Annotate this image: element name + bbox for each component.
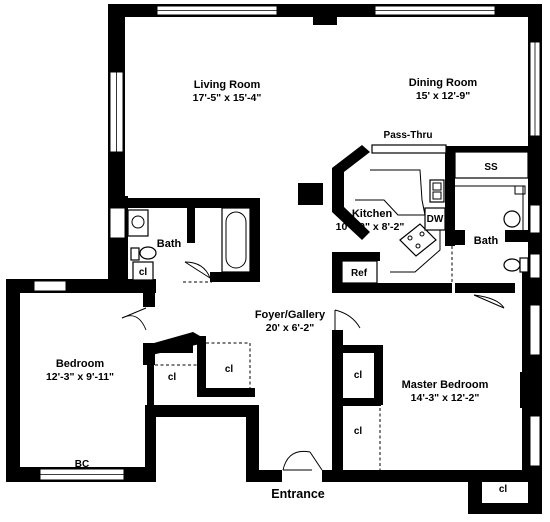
living-room-dimensions: 17'-5" x 15'-4" xyxy=(193,92,262,104)
bath-left-name: Bath xyxy=(157,238,182,250)
bedroom-dimensions: 12'-3" x 9'-11" xyxy=(46,371,114,383)
pass-thru-label: Pass-Thru xyxy=(384,130,433,141)
living-room-name: Living Room xyxy=(194,79,261,91)
doors xyxy=(121,261,505,471)
ref-label: Ref xyxy=(351,268,368,279)
bedroom-name: Bedroom xyxy=(56,358,105,370)
room-labels: Living Room 17'-5" x 15'-4" Dining Room … xyxy=(46,77,507,501)
dining-room-dimensions: 15' x 12'-9" xyxy=(416,90,470,102)
kitchen-name: Kitchen xyxy=(352,208,393,220)
ss-label: SS xyxy=(484,162,498,173)
dw-label: DW xyxy=(427,214,444,225)
dining-room-name: Dining Room xyxy=(409,77,478,89)
fixtures xyxy=(127,144,529,479)
master-bedroom-dimensions: 14'-3" x 12'-2" xyxy=(411,392,480,404)
closet-5-label: cl xyxy=(499,484,508,495)
foyer-name: Foyer/Gallery xyxy=(255,309,326,321)
closet-4-label: cl xyxy=(354,426,363,437)
closet-1-label: cl xyxy=(168,372,177,383)
windows xyxy=(33,5,541,481)
bath-left-closet-label: cl xyxy=(139,267,148,278)
foyer-dimensions: 20' x 6'-2" xyxy=(266,322,315,334)
bc-label: BC xyxy=(75,459,89,470)
bath-right-name: Bath xyxy=(474,235,499,247)
closet-3-label: cl xyxy=(354,370,363,381)
entrance-label: Entrance xyxy=(271,487,325,501)
closet-2-label: cl xyxy=(225,364,234,375)
kitchen-dimensions: 10'-10" x 8'-2" xyxy=(336,221,405,233)
master-bedroom-name: Master Bedroom xyxy=(402,379,489,391)
